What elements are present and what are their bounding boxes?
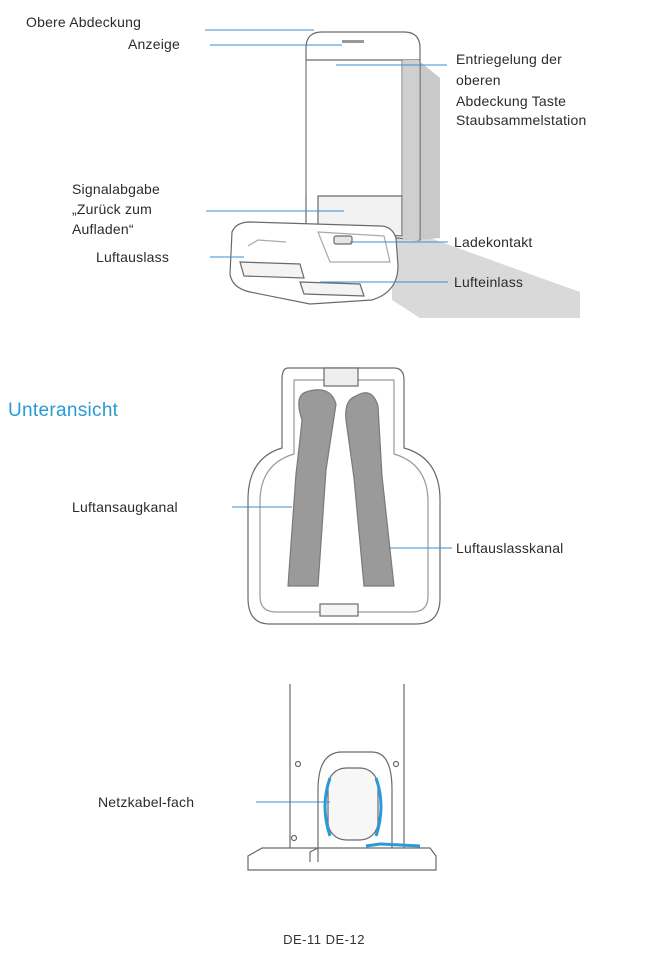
label-top-cover: Obere Abdeckung [26, 14, 142, 30]
label-intake-channel: Luftansaugkanal [72, 499, 178, 515]
dust-station-illustration [229, 31, 580, 318]
model-footer: DE-11 DE-12 [283, 932, 365, 947]
rear-view-illustration [247, 684, 437, 871]
label-dust-station: Staubsammelstation [456, 112, 587, 128]
label-return-signal: Signalabgabe „Zurück zum Aufladen“ [72, 181, 161, 237]
label-top-cover-release: Entriegelung der oberen Abdeckung Taste [456, 51, 567, 109]
label-air-outlet: Luftauslass [96, 249, 170, 265]
bottom-view-illustration [247, 367, 441, 625]
label-indicator: Anzeige [128, 36, 180, 52]
leader-lines [205, 29, 452, 803]
label-charging-contact: Ladekontakt [454, 234, 533, 250]
label-outlet-channel: Luftauslasskanal [456, 540, 564, 556]
label-cable-compartment: Netzkabel-fach [98, 794, 195, 810]
bottom-view-title: Unteransicht [8, 400, 119, 421]
label-air-inlet: Lufteinlass [454, 274, 524, 290]
